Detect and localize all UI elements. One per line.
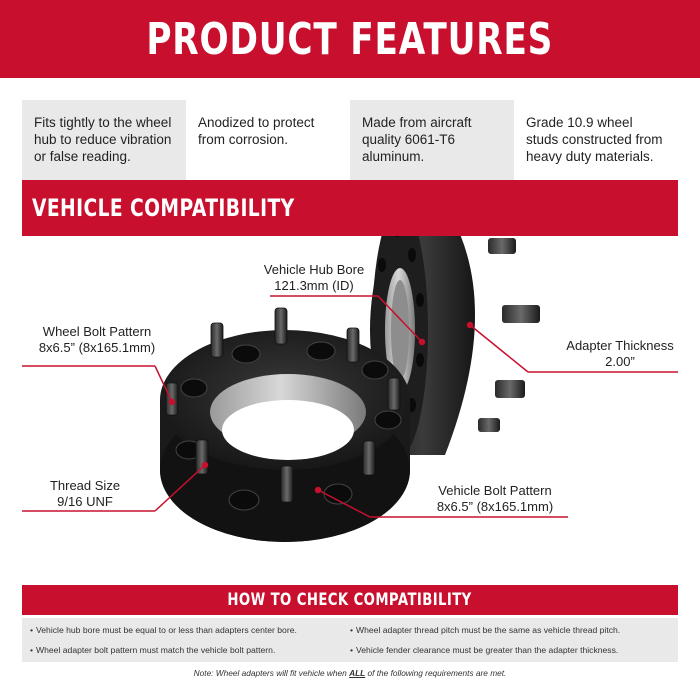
features-row: Fits tightly to the wheel hub to reduce …: [22, 100, 678, 180]
requirement-item: • Vehicle hub bore must be equal to or l…: [30, 620, 350, 640]
header-banner: PRODUCT FEATURES: [0, 0, 700, 78]
bullet-icon: •: [350, 645, 354, 655]
requirement-item: • Wheel adapter thread pitch must be the…: [350, 620, 670, 640]
vehicle-bolt-label: Vehicle Bolt Pattern: [438, 483, 552, 498]
callout-hub-bore: Vehicle Hub Bore 121.3mm (ID): [250, 262, 378, 294]
wheel-adapter-illustration: [22, 236, 678, 542]
thread-label: Thread Size: [49, 478, 121, 493]
thickness-value: 2.00”: [605, 354, 635, 369]
footnote: Note: Wheel adapters will fit vehicle wh…: [0, 668, 700, 678]
note-before: Note: Wheel adapters will fit vehicle wh…: [193, 668, 350, 678]
callout-thickness: Adapter Thickness 2.00”: [552, 338, 688, 370]
requirement-item: • Vehicle fender clearance must be great…: [350, 640, 670, 660]
note-after: of the following requirements are met.: [365, 668, 507, 678]
requirement-text: Vehicle fender clearance must be greater…: [356, 645, 619, 655]
requirement-item: • Wheel adapter bolt pattern must match …: [30, 640, 350, 660]
feature-material: Made from aircraft quality 6061-T6 alumi…: [350, 100, 514, 180]
requirement-text: Vehicle hub bore must be equal to or les…: [36, 625, 297, 635]
thread-value: 9/16 UNF: [57, 494, 113, 509]
check-title: HOW TO CHECK COMPATIBILITY: [227, 590, 473, 610]
vehicle-bolt-value: 8x6.5” (8x165.1mm): [436, 499, 554, 514]
requirement-text: Wheel adapter bolt pattern must match th…: [36, 645, 276, 655]
callout-wheel-bolt: Wheel Bolt Pattern 8x6.5” (8x165.1mm): [22, 324, 172, 356]
front-adapter: [160, 307, 410, 542]
hub-bore-value: 121.3mm (ID): [274, 278, 354, 293]
thickness-label: Adapter Thickness: [566, 338, 674, 353]
feature-fit: Fits tightly to the wheel hub to reduce …: [22, 100, 186, 180]
note-emphasis: ALL: [349, 668, 366, 678]
compatibility-title: VEHICLE COMPATIBILITY: [32, 194, 295, 222]
requirements-list: • Vehicle hub bore must be equal to or l…: [22, 618, 678, 662]
compatibility-bar: VEHICLE COMPATIBILITY: [22, 180, 678, 236]
check-bar: HOW TO CHECK COMPATIBILITY: [22, 585, 678, 615]
page-title: PRODUCT FEATURES: [146, 13, 554, 65]
wheel-bolt-label: Wheel Bolt Pattern: [42, 324, 152, 339]
requirement-text: Wheel adapter thread pitch must be the s…: [356, 625, 621, 635]
adapter-diagram: Vehicle Hub Bore 121.3mm (ID) Wheel Bolt…: [0, 236, 700, 576]
bullet-icon: •: [30, 645, 34, 655]
bullet-icon: •: [30, 625, 34, 635]
hub-bore-label: Vehicle Hub Bore: [263, 262, 365, 277]
callout-lines: [22, 295, 678, 518]
wheel-bolt-value: 8x6.5” (8x165.1mm): [38, 340, 156, 355]
callout-thread: Thread Size 9/16 UNF: [30, 478, 140, 510]
callout-vehicle-bolt: Vehicle Bolt Pattern 8x6.5” (8x165.1mm): [420, 483, 570, 515]
bullet-icon: •: [350, 625, 354, 635]
feature-studs: Grade 10.9 wheel studs constructed from …: [526, 115, 663, 164]
feature-anodized: Anodized to protect from corrosion.: [198, 115, 315, 147]
